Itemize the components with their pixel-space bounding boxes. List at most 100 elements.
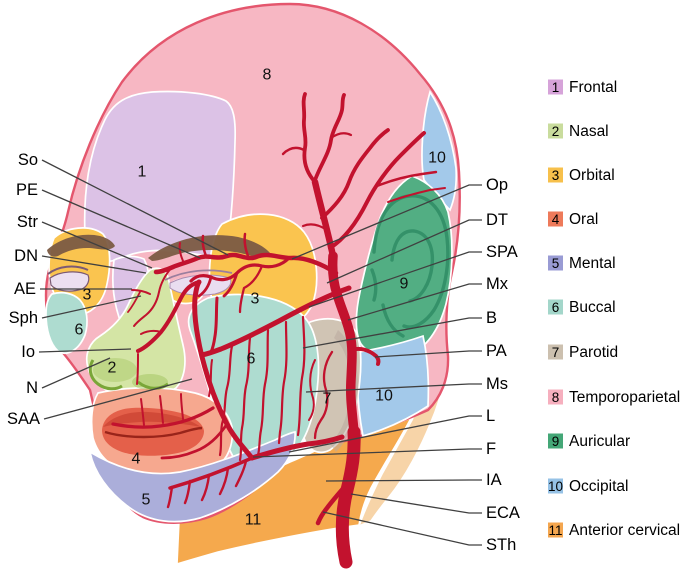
artery-label-Str: Str xyxy=(17,213,39,231)
legend-swatch-11 xyxy=(548,522,563,538)
legend-label: Buccal xyxy=(569,299,616,316)
region-number-10: 10 xyxy=(428,150,446,167)
infraorbital-diagonal xyxy=(199,285,352,358)
leader-line xyxy=(326,219,482,284)
orbital-conn1 xyxy=(222,271,239,298)
region-number-4: 4 xyxy=(132,451,141,468)
region-occipital-lower xyxy=(356,334,430,438)
cheek-twig3 xyxy=(256,328,270,457)
legend-label: Nasal xyxy=(569,123,609,140)
midface-vertical xyxy=(209,296,219,354)
angular-twig xyxy=(140,329,162,335)
region-occipital-upper xyxy=(421,89,458,212)
artery-label-N: N xyxy=(26,379,38,397)
region-number-3: 3 xyxy=(251,291,260,308)
leader-line xyxy=(41,357,111,389)
leader-line xyxy=(41,255,147,274)
occipital-twig2 xyxy=(387,187,446,203)
artery-label-IA: IA xyxy=(486,471,502,489)
leader-line xyxy=(43,378,193,420)
nostril-right xyxy=(137,380,169,390)
legend-swatch-4 xyxy=(548,211,563,227)
legend-number: 9 xyxy=(552,434,560,449)
leader-line xyxy=(252,448,482,458)
angular-artery xyxy=(136,280,201,353)
right-eye-lid xyxy=(164,269,233,281)
brow-twig1 xyxy=(243,232,250,258)
artery-label-AE: AE xyxy=(14,280,36,298)
artery-label-PA: PA xyxy=(486,342,507,360)
region-number-6: 6 xyxy=(247,351,256,368)
leader-line xyxy=(41,159,229,256)
cheek-twig4 xyxy=(277,320,288,445)
legend-swatch-8 xyxy=(548,389,563,405)
region-number-8: 8 xyxy=(263,67,272,84)
ae-twig xyxy=(131,289,151,295)
region-number-6: 6 xyxy=(75,322,84,339)
orbital-loop2 xyxy=(238,264,264,314)
brow-twig3 xyxy=(178,242,184,262)
leader-line xyxy=(291,184,482,260)
mental-twig5 xyxy=(166,485,174,509)
mental-twig2 xyxy=(218,466,230,496)
sta-mid-twig xyxy=(329,132,353,140)
superior-labial xyxy=(111,406,215,429)
occipital-twig1 xyxy=(375,170,438,188)
legend-number: 7 xyxy=(552,345,560,360)
leader-line xyxy=(308,251,482,308)
nose-bridge-thin xyxy=(133,266,173,327)
legend-number: 4 xyxy=(552,212,560,227)
sta-left-twig xyxy=(301,223,329,232)
legend-swatch-7 xyxy=(548,344,563,360)
mental-twig1 xyxy=(234,459,248,488)
ear-icon xyxy=(370,194,450,338)
region-number-7: 7 xyxy=(323,391,332,408)
eyebrow-right xyxy=(148,235,270,261)
jaw-arcade xyxy=(168,456,254,490)
brow-twig2 xyxy=(201,234,208,258)
leader-line xyxy=(288,415,482,453)
leader-line xyxy=(41,295,142,319)
cheek-twig2 xyxy=(238,336,252,462)
sta-parietal-branch xyxy=(320,128,390,220)
artery-label-Sph: Sph xyxy=(9,309,38,327)
legend-label: Temporoparietal xyxy=(569,389,680,406)
legend-swatch-10 xyxy=(548,478,563,494)
region-number-11: 11 xyxy=(245,512,262,529)
leader-line xyxy=(325,479,482,482)
artery-label-L: L xyxy=(486,407,495,425)
leader-line xyxy=(41,221,153,269)
artery-label-F: F xyxy=(486,440,496,458)
artery-label-SAA: SAA xyxy=(7,410,40,428)
legend-label: Mental xyxy=(569,255,616,272)
philtrum-twig4 xyxy=(136,353,139,385)
legend-number: 1 xyxy=(552,80,560,95)
orbital-conn2 xyxy=(197,275,213,298)
legend-label: Oral xyxy=(569,211,598,228)
philtrum-twig3 xyxy=(180,393,184,420)
region-number-1: 1 xyxy=(138,164,147,181)
cheek-twig1 xyxy=(218,344,234,457)
facial-artery-origin xyxy=(249,434,345,461)
sta-frontal-branch xyxy=(301,92,317,184)
legend-number: 5 xyxy=(552,256,560,271)
leader-line xyxy=(347,283,482,321)
artery-label-STh: STh xyxy=(486,536,516,554)
artery-label-Io: Io xyxy=(21,343,35,361)
legend-swatch-6 xyxy=(548,299,563,315)
posterior-auricular xyxy=(349,346,381,366)
mouth-line xyxy=(104,426,203,439)
legend-label: Anterior cervical xyxy=(569,522,680,539)
legend-swatch-5 xyxy=(548,255,563,271)
leader-line xyxy=(41,189,201,259)
ae-twig2 xyxy=(127,291,141,313)
region-mental xyxy=(88,430,296,523)
sta-mid-branch xyxy=(313,93,346,182)
leader-line xyxy=(322,511,482,546)
region-number-5: 5 xyxy=(142,492,151,509)
leader-line xyxy=(350,493,482,514)
artery-label-DN: DN xyxy=(14,247,38,265)
